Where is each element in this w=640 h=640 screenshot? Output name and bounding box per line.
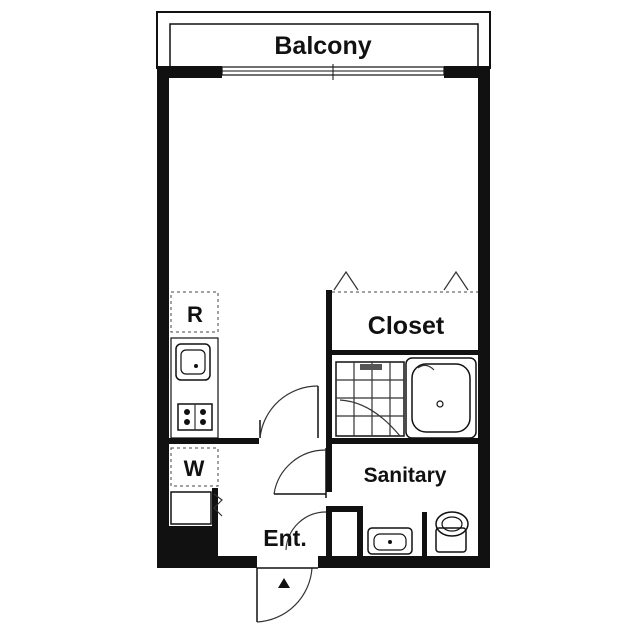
refrigerator-space: R <box>170 291 219 333</box>
toilet-icon <box>435 511 469 553</box>
washer-space: W <box>170 447 219 487</box>
toilet-door <box>285 511 327 551</box>
room-door <box>259 385 319 439</box>
interior-walls <box>169 290 484 556</box>
shoe-cabinet <box>170 491 223 525</box>
balcony-window <box>221 64 445 80</box>
closet-area: Closet <box>332 270 478 340</box>
stove-icon <box>177 403 213 431</box>
sanitary-door <box>273 448 327 498</box>
kitchen-sink-icon <box>170 337 219 439</box>
balcony-label: Balcony <box>274 32 371 60</box>
washbasin-icon <box>367 527 413 555</box>
entrance-door <box>256 567 318 623</box>
entrance-label: Ent. <box>263 525 306 551</box>
closet-label: Closet <box>368 312 445 340</box>
washer-label: W <box>184 456 205 481</box>
entrance-arrow-icon <box>278 578 290 588</box>
bathtub-icon <box>405 357 477 439</box>
sanitary-label: Sanitary <box>364 464 447 487</box>
balcony-area: Balcony <box>156 11 491 69</box>
shower-icon <box>335 361 405 437</box>
refrigerator-label: R <box>187 302 203 327</box>
